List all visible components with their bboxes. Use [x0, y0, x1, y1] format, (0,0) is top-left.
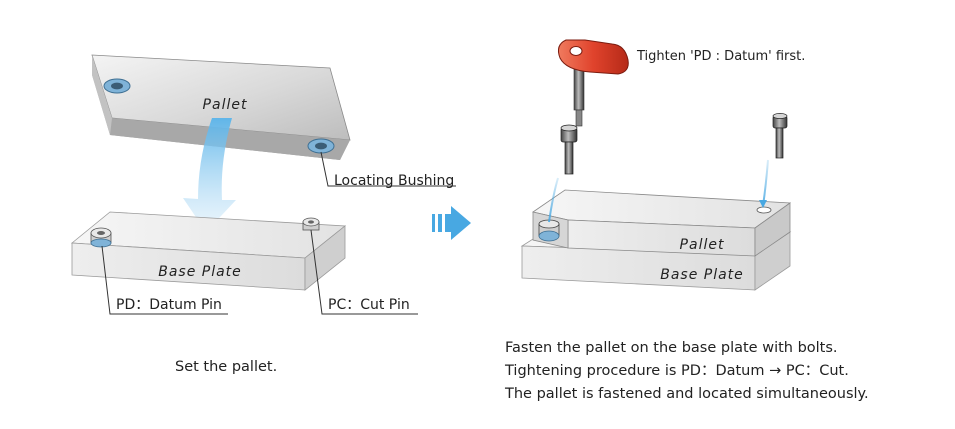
down-arrow-icon — [183, 118, 236, 232]
bolt-guide-line-right — [762, 159, 769, 207]
datum-bolt-seated-icon — [538, 219, 560, 242]
datum-bolt-icon — [560, 124, 578, 175]
torque-wrench-icon — [558, 39, 629, 127]
base-plate-right-label: Base Plate — [660, 267, 744, 283]
base-plate-label: Base Plate — [158, 264, 242, 280]
pallet-fastened — [532, 189, 792, 257]
pc-cut-pin-label: PC：Cut Pin — [328, 297, 410, 313]
datum-pin-icon — [90, 227, 112, 248]
pd-datum-pin-label: PD：Datum Pin — [116, 297, 222, 313]
pallet-label: Pallet — [203, 97, 248, 113]
pc-cut-pin-leader — [310, 229, 418, 315]
cut-pin-icon — [302, 217, 320, 231]
locating-bushing-leader — [320, 151, 456, 187]
left-caption: Set the pallet. — [175, 359, 278, 375]
pallet-right-label: Pallet — [680, 237, 725, 253]
right-caption: Fasten the pallet on the base plate with… — [505, 337, 869, 406]
tighten-note: Tighten 'PD : Datum' first. — [636, 49, 805, 64]
pd-datum-pin-leader — [101, 245, 228, 315]
right-caption-line-3: The pallet is fastened and located simul… — [505, 386, 869, 402]
base-plate-left — [70, 211, 347, 291]
right-caption-line-2: Tightening procedure is PD：Datum → PC：Cu… — [505, 363, 849, 379]
right-caption-line-1: Fasten the pallet on the base plate with… — [505, 340, 838, 356]
bolt-guide-line-left — [548, 177, 559, 223]
next-step-arrow-icon — [432, 206, 471, 240]
pallet-floating — [91, 54, 351, 160]
locating-bushing-label: Locating Bushing — [334, 173, 454, 189]
cut-bolt-icon — [772, 113, 788, 159]
